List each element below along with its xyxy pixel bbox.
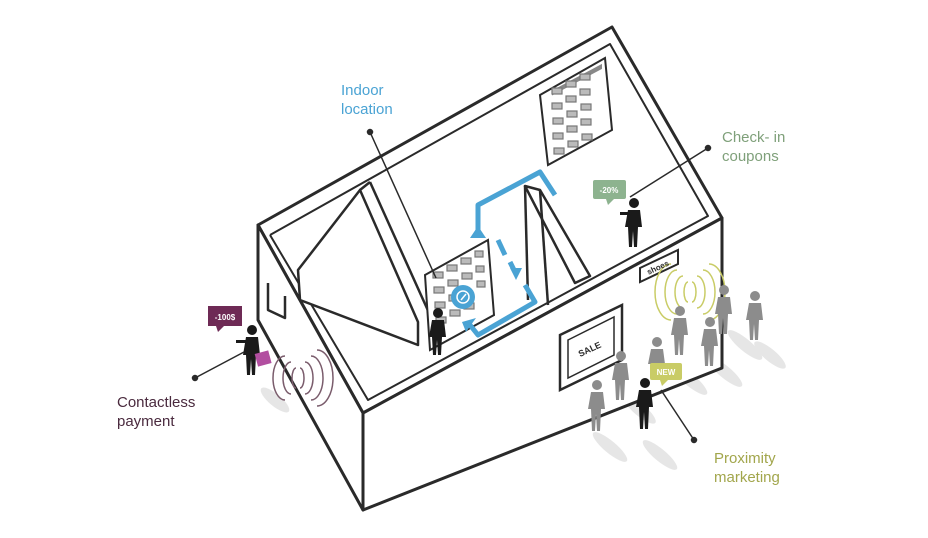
- payment-price-text: -100$: [215, 313, 236, 322]
- label-indoor-location: Indoor location: [341, 82, 393, 118]
- callout-lines: [191, 128, 712, 444]
- shopper-coupon: [620, 198, 642, 247]
- crowd: [588, 285, 763, 431]
- new-tag: [650, 363, 682, 386]
- beacon-waves-payment: [272, 349, 334, 407]
- location-pin-icon: [451, 285, 475, 309]
- path-arrowheads: [462, 226, 522, 332]
- shelf-back: [538, 56, 614, 167]
- new-badge-text: NEW: [657, 368, 676, 377]
- coupon-discount-text: -20%: [600, 186, 619, 195]
- shoes-sign: [639, 248, 679, 284]
- sale-sign: [558, 303, 624, 392]
- label-proximity-marketing: Proximity marketing: [714, 450, 780, 486]
- coupon-tag: [593, 180, 626, 205]
- shopping-bag-icon: [254, 350, 272, 367]
- partition-left: [296, 188, 420, 347]
- payment-price-tag: [208, 306, 242, 332]
- shopper-indoor: [429, 308, 446, 355]
- shopper-payment: [236, 325, 260, 375]
- label-contactless-payment: Contactless payment: [117, 394, 196, 430]
- label-check-in-coupons: Check- in coupons: [722, 129, 786, 165]
- shopper-proximity: [636, 378, 653, 429]
